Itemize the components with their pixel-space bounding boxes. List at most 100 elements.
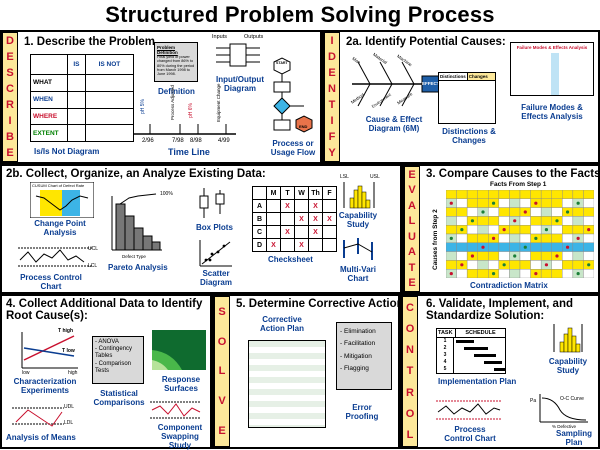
checksheet-cell: X — [308, 225, 323, 239]
controlchart2-caption: Process Control Chart — [440, 425, 500, 444]
component-caption-text: Component Swapping Study — [157, 423, 203, 450]
matrix-cell — [562, 190, 574, 200]
strip-letter: O — [405, 322, 415, 335]
matrix-cell — [509, 225, 521, 235]
matrix-cell — [509, 198, 521, 208]
isnot-row-label: WHERE — [30, 107, 68, 126]
fishbone-diagram — [352, 61, 440, 107]
strip-letter: E — [218, 425, 226, 438]
matrix-cell — [466, 225, 478, 235]
scatter-caption: Scatter Diagram — [194, 269, 238, 288]
impl-row: 5 — [437, 366, 506, 373]
matrix-cell — [456, 207, 468, 217]
proofing-item-text: Facilitation — [343, 340, 376, 348]
proofing-item-text: Flagging — [343, 365, 369, 373]
analysis-means-chart — [12, 407, 64, 427]
sampling-caption-text: Sampling Plan — [555, 429, 592, 447]
page-title: Structured Problem Solving Process — [105, 2, 495, 27]
matrix-mark — [565, 245, 570, 249]
capability2-chart — [553, 324, 583, 353]
matrix-mark — [534, 236, 538, 240]
panel-evaluate — [402, 164, 600, 294]
matrix-cell — [530, 190, 542, 200]
changepoint-caption: Change Point Analysis — [30, 219, 90, 238]
matrix-mark — [544, 228, 549, 232]
matrix-cell — [551, 207, 563, 217]
strip-letter: V — [408, 184, 416, 197]
matrix-cell — [477, 268, 489, 278]
matrix-mark — [587, 263, 591, 267]
controlchart2-caption-text: Process Control Chart — [444, 425, 496, 443]
matrix-cell — [540, 198, 552, 208]
capability-usl: USL — [370, 174, 380, 180]
matrix-ylabel: Causes from Step 2 — [432, 209, 439, 270]
matrix-cell — [583, 207, 594, 217]
checksheet-corner — [252, 186, 267, 200]
impl-bar — [484, 361, 502, 364]
isnot-row-label: WHAT — [30, 74, 68, 92]
io-caption-text: Input/Output Diagram — [216, 75, 264, 93]
pareto-chart — [111, 193, 162, 251]
matrix-cell — [562, 225, 574, 235]
strip-letter: S — [6, 67, 14, 79]
strip-letter: D — [6, 35, 14, 47]
timeline-caption: Time Line — [168, 147, 210, 157]
matrix-mark — [460, 263, 464, 267]
matrix-mark — [449, 201, 453, 205]
sampling-chart — [539, 394, 588, 423]
changepoint-caption-text: Change Point Analysis — [34, 219, 86, 237]
checksheet-cell — [280, 212, 295, 226]
char-high: high — [68, 370, 78, 376]
panel-collect — [0, 164, 402, 294]
matrix-mark — [491, 236, 496, 240]
checksheet-cell: X — [266, 238, 281, 252]
checksheet-cell — [322, 225, 337, 239]
strip-letter: L — [406, 429, 414, 442]
matrix-cell — [540, 242, 552, 252]
checksheet-row-label: C — [252, 225, 267, 239]
proofing-item: - Facilitation — [340, 340, 376, 348]
strip-letter: O — [217, 335, 227, 348]
flow-diagram — [273, 57, 313, 133]
matrix-cell — [477, 190, 489, 200]
checksheet-caption: Checksheet — [268, 255, 313, 264]
flow-caption-text: Process or Usage Flow — [270, 139, 316, 157]
means-ldl: LDL — [64, 420, 74, 426]
sampling-caption: Sampling Plan — [554, 429, 594, 448]
isnot-row-label: EXTENT — [30, 124, 68, 142]
pareto-pct-label: 100% — [160, 191, 173, 197]
strip-letter: B — [6, 131, 14, 143]
distinctions-caption-text: Distinctions & Changes — [442, 127, 496, 145]
strip-letter: C — [6, 83, 14, 95]
io-diagram — [216, 43, 260, 67]
changepoint-heading: CUSUM Chart of Defect Rate — [32, 183, 85, 188]
distinctions-caption: Distinctions & Changes — [440, 127, 498, 146]
statcomp-box: - ANOVA - Contingency Tables - Compariso… — [92, 336, 144, 384]
strip-letter: T — [408, 261, 416, 274]
strip-letter: E — [408, 277, 416, 290]
timeline-event: pH 5% — [140, 98, 146, 114]
matrix-cell — [466, 207, 478, 217]
matrix-mark — [460, 228, 464, 232]
char-thigh: T high — [58, 328, 73, 334]
checksheet-cell — [266, 199, 281, 213]
corrective-caption-text: Corrective Action Plan — [259, 315, 304, 333]
pareto-xlabel: Defect Type — [122, 254, 146, 259]
matrix-cell — [583, 233, 594, 244]
capability-chart — [343, 182, 375, 209]
fishbone-caption: Cause & Effect Diagram (6M) — [352, 115, 436, 134]
capability-caption-text: Capability Study — [338, 211, 378, 229]
checksheet-cell — [294, 225, 309, 239]
matrix-cell — [477, 225, 489, 235]
matrix-mark — [534, 272, 538, 276]
multivari-caption: Multi-Vari Chart — [336, 265, 380, 284]
matrix-cell — [509, 207, 521, 217]
characterization-caption-text: Characterization Experiments — [13, 377, 77, 395]
matrix-cell — [551, 260, 563, 270]
flow-start-label: START — [276, 61, 288, 65]
boxplots-caption: Box Plots — [196, 223, 233, 232]
matrix-cell — [488, 251, 500, 261]
